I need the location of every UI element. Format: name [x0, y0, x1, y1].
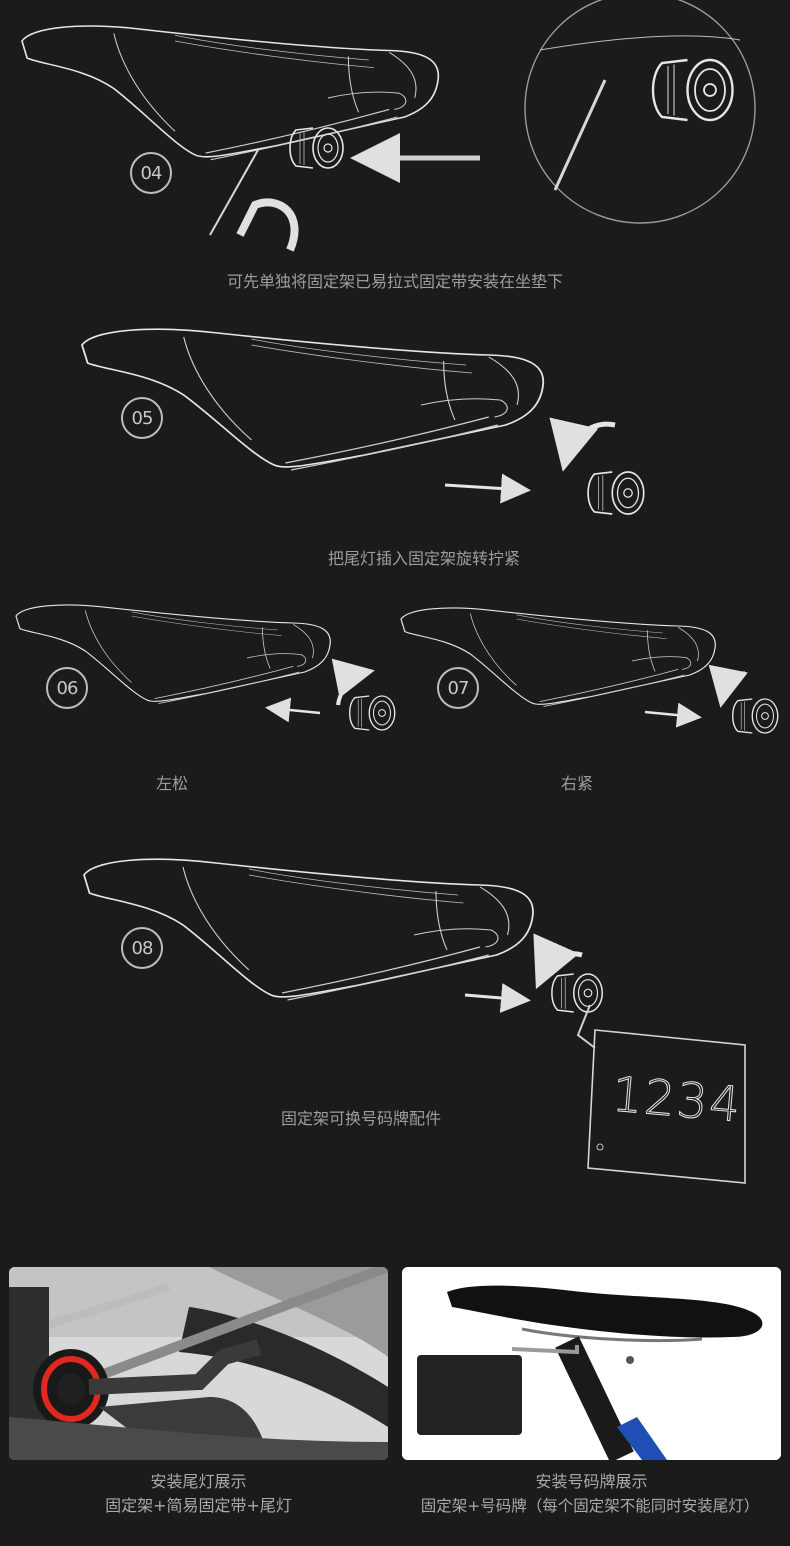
step-04-rotate-arrow: [236, 198, 299, 252]
step-07-rotate-arrow: [708, 664, 748, 708]
step-04-zoom-lamp: [651, 58, 734, 122]
photo-tail-light: [9, 1267, 388, 1460]
number-plate-outline: [587, 1029, 746, 1184]
step-05-arrow: [444, 473, 531, 504]
step-05-badge: 05: [121, 397, 163, 439]
step-04-lamp: [289, 127, 344, 169]
step-05-rotate-arrow: [549, 417, 616, 472]
plate-mount: [576, 1004, 596, 1049]
step-05-number: 05: [131, 407, 154, 429]
step-08-badge: 08: [121, 927, 163, 969]
photo-tail-light-title: 安装尾灯展示: [150, 1472, 247, 1491]
step-04-zoom-circle: [524, 0, 756, 224]
step-07-lamp: [732, 698, 779, 734]
photo-number-plate: [402, 1267, 781, 1460]
step-07-number: 07: [447, 677, 470, 699]
tail-light-photo-illustration: [9, 1267, 388, 1460]
step-07-badge: 07: [437, 667, 479, 709]
plate-number: 1234: [609, 1066, 745, 1134]
step-04-number: 04: [140, 162, 163, 184]
step-08-caption: 固定架可换号码牌配件: [280, 1109, 441, 1128]
step-07-caption: 右紧: [560, 774, 593, 793]
step-06-rotate-arrow: [331, 658, 375, 706]
step-04-saddle: [21, 25, 440, 161]
photo-tail-light-subtitle: 固定架+简易固定带+尾灯: [105, 1496, 292, 1515]
step-08-lamp: [551, 973, 604, 1013]
number-plate-photo-illustration: [402, 1267, 781, 1460]
step-05-lamp: [587, 471, 645, 515]
photo-number-plate-title: 安装号码牌展示: [535, 1472, 648, 1491]
photo-number-plate-subtitle: 固定架+号码牌（每个固定架不能同时安装尾灯）: [420, 1497, 760, 1515]
step-04-strap: [209, 149, 259, 236]
step-07-arrow: [644, 702, 702, 728]
installation-illustrations: [15, 0, 779, 1184]
step-06-lamp: [349, 695, 396, 731]
step-06-arrow: [265, 697, 321, 723]
step-08-number: 08: [131, 937, 154, 959]
step-08-arrow: [464, 983, 531, 1013]
step-04-badge: 04: [130, 152, 172, 194]
step-05-caption: 把尾灯插入固定架旋转拧紧: [327, 549, 520, 568]
step-08-rotate-arrow: [533, 933, 583, 990]
step-04-caption: 可先单独将固定架已易拉式固定带安装在坐垫下: [226, 272, 563, 291]
step-06-badge: 06: [46, 667, 88, 709]
step-06-number: 06: [56, 677, 79, 699]
step-06-caption: 左松: [155, 774, 188, 793]
